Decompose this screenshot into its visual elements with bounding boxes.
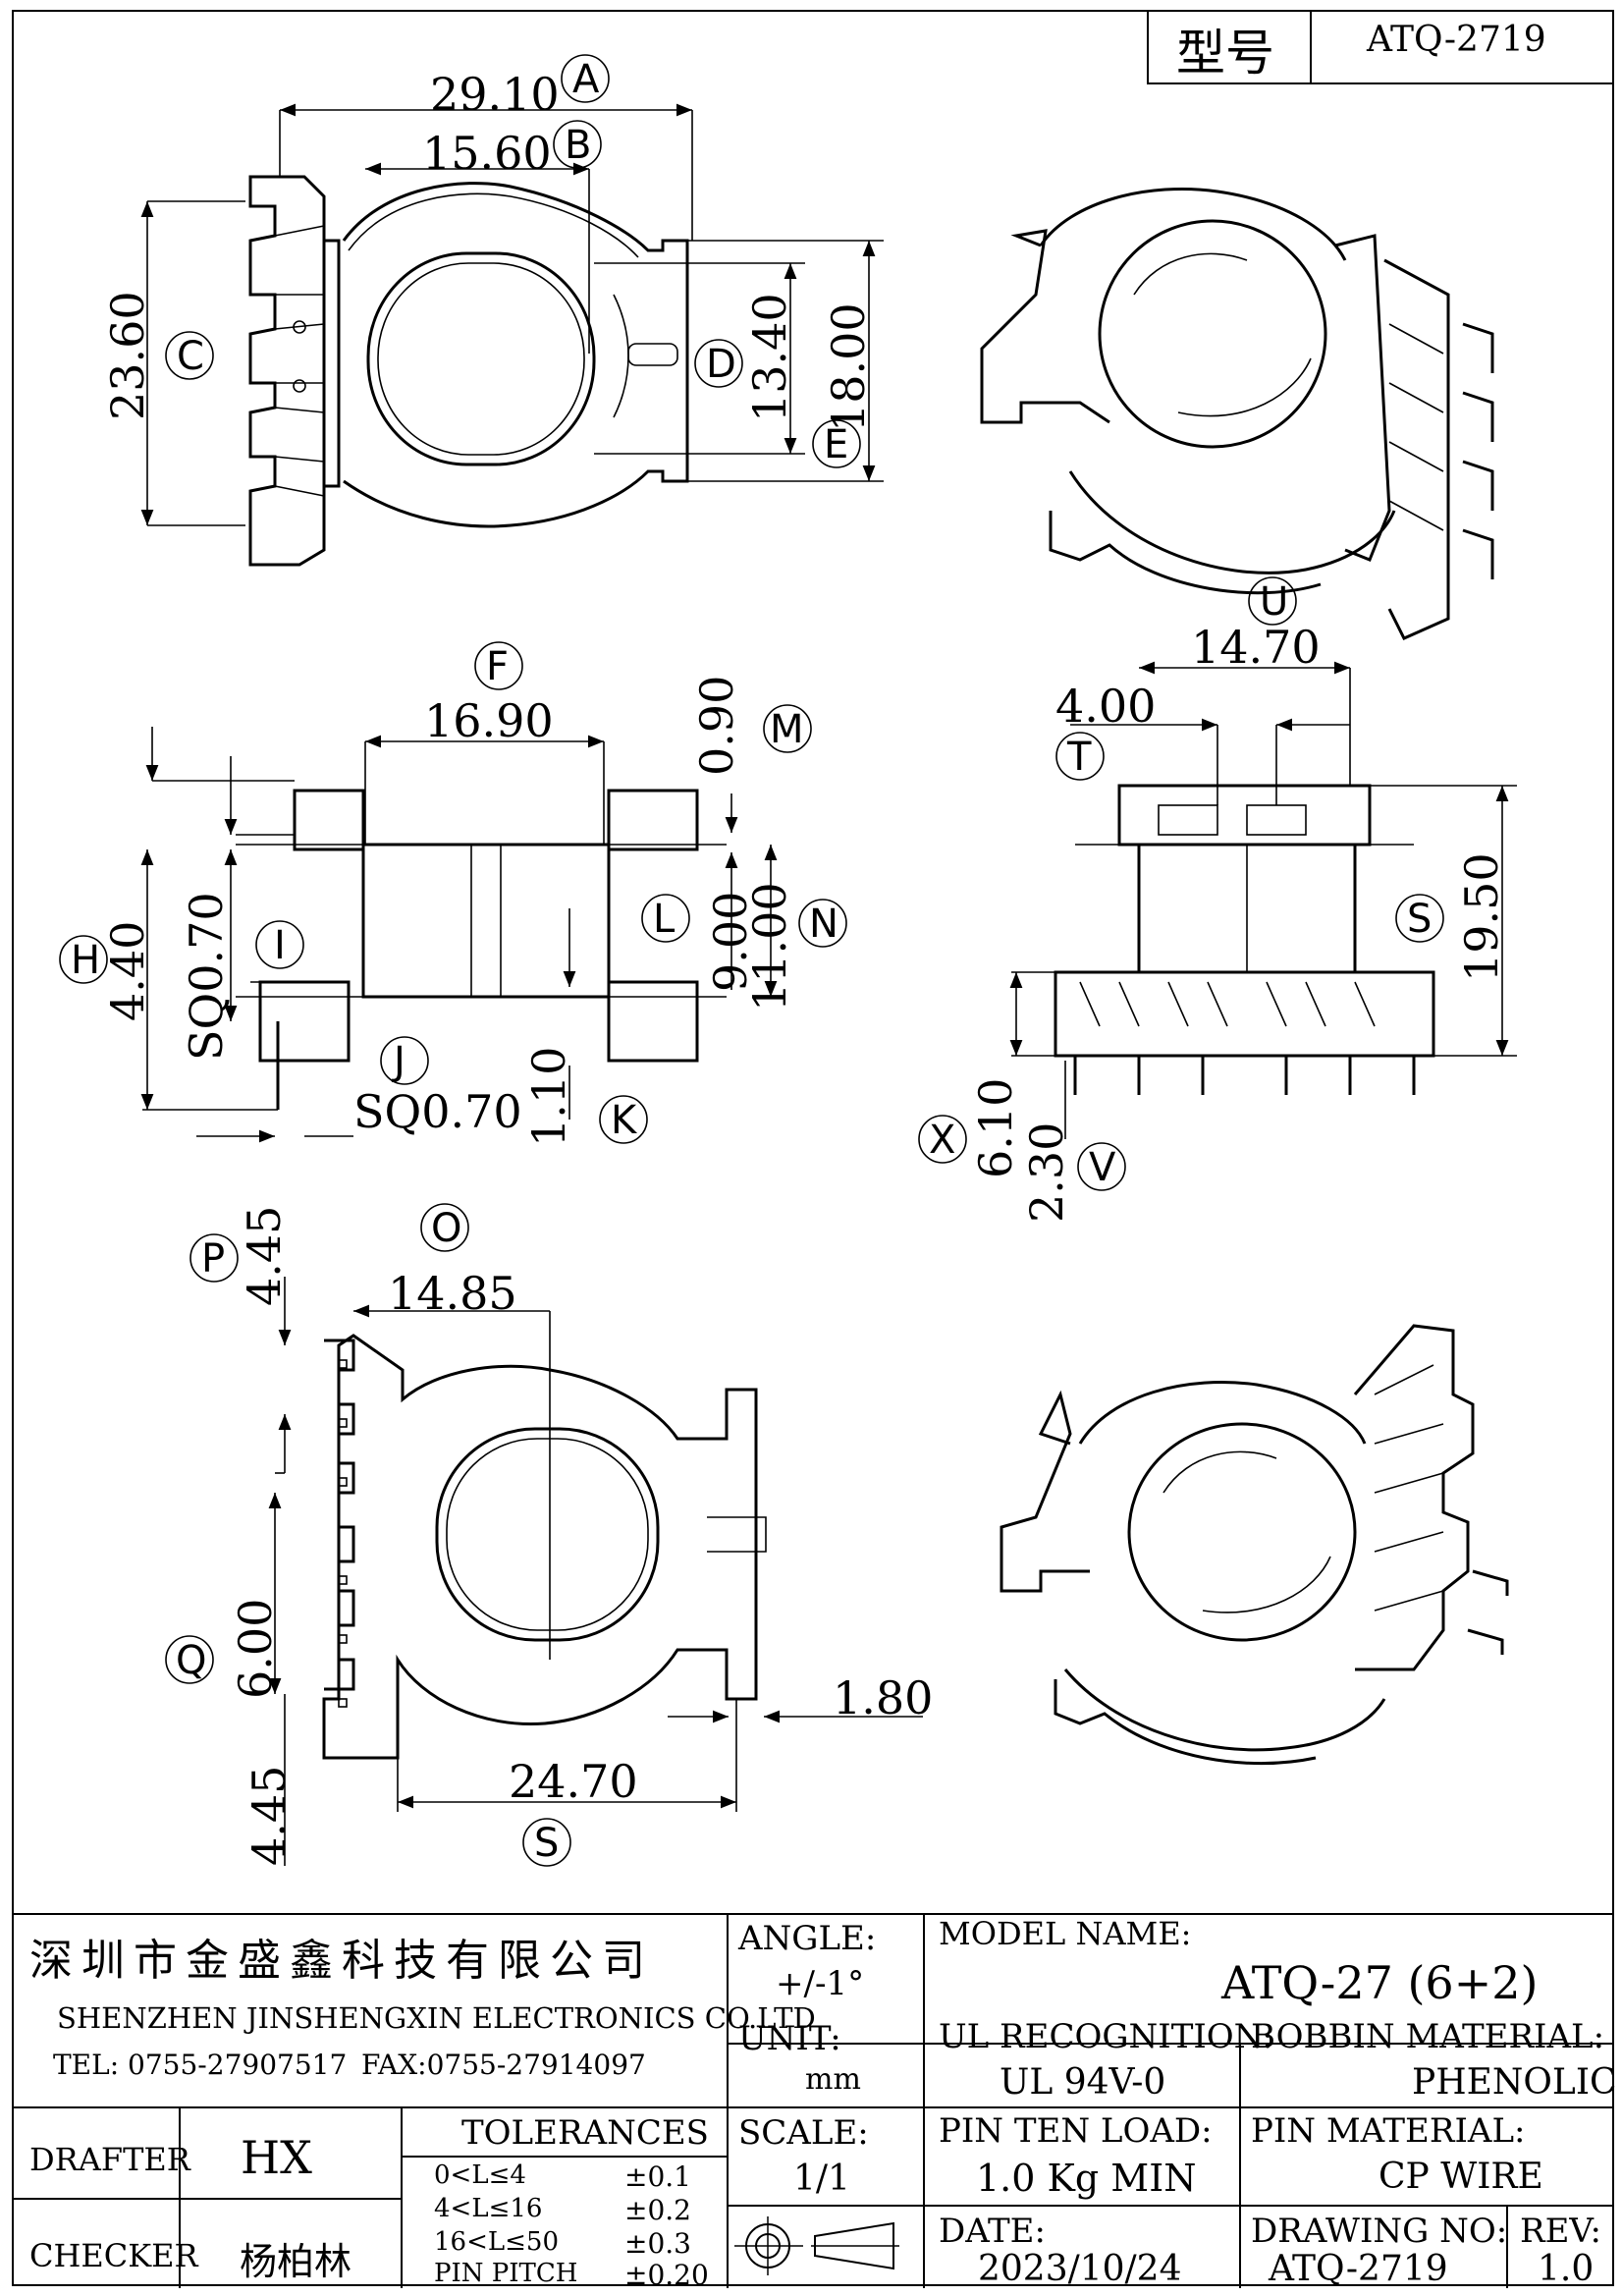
company-name-cn: 深圳市金盛鑫科技有限公司	[29, 1936, 654, 1986]
tol-range-1: 4<L≤16	[434, 2194, 543, 2223]
technical-drawing: 29.10 15.60 23.60 13.40 18.00 A B C D E …	[59, 54, 1517, 1867]
letter-U: U	[1260, 579, 1288, 625]
header-box	[1147, 10, 1614, 84]
dim-C: 23.60	[101, 291, 154, 420]
model-name-label: MODEL NAME:	[939, 1915, 1192, 1952]
letter-B: B	[565, 123, 591, 168]
letter-E: E	[824, 422, 848, 467]
pin-load-label: PIN TEN LOAD:	[939, 2111, 1213, 2151]
dim-F: 16.90	[424, 694, 554, 747]
tol-range-0: 0<L≤4	[434, 2160, 526, 2190]
date-value: 2023/10/24	[978, 2249, 1182, 2289]
drawing-frame	[12, 10, 1614, 2286]
letter-S-bottom: S	[534, 1821, 559, 1866]
pin-material-label: PIN MATERIAL:	[1251, 2111, 1526, 2151]
letter-D: D	[706, 342, 736, 387]
dim-front-width: 14.70	[1191, 621, 1321, 674]
letter-F: F	[486, 644, 509, 689]
pin-load-value: 1.0 Kg MIN	[976, 2157, 1197, 2200]
letter-C: C	[177, 334, 204, 379]
tol-value-2: ±0.3	[624, 2227, 691, 2260]
letter-O: O	[431, 1206, 461, 1251]
dim-N: 11.00	[743, 882, 796, 1011]
company-tel: TEL: 0755-27907517	[53, 2049, 348, 2081]
letter-L: L	[653, 897, 676, 942]
ul-value: UL 94V-0	[1000, 2062, 1166, 2103]
letter-I: I	[274, 923, 286, 968]
rev-label: REV:	[1520, 2212, 1602, 2251]
checker-value: 杨柏林	[240, 2240, 352, 2283]
unit-value: mm	[805, 2062, 861, 2097]
letter-Q: Q	[176, 1638, 206, 1683]
letter-K: K	[611, 1098, 638, 1143]
letter-H: H	[71, 938, 100, 983]
bobbin-value: PHENOLIC	[1412, 2062, 1617, 2103]
dim-V: 2.30	[1020, 1122, 1073, 1223]
letter-T: T	[1066, 735, 1092, 780]
letter-N: N	[809, 902, 838, 947]
dim-P2: 4.45	[243, 1766, 296, 1866]
dim-M: 0.90	[690, 676, 743, 776]
dim-A: 29.10	[430, 68, 560, 121]
dim-O: 14.85	[388, 1267, 517, 1320]
dim-P: 4.45	[238, 1206, 291, 1306]
bottom-view: 4.45 14.85 6.00 1.80 24.70 4.45 P O Q S	[165, 1203, 933, 1867]
dim-H: 4.40	[101, 921, 154, 1021]
dim-K: 1.10	[522, 1047, 575, 1147]
letter-X: X	[929, 1118, 955, 1163]
date-label: DATE:	[939, 2212, 1046, 2251]
ul-label: UL RECOGNITION:	[939, 2017, 1273, 2056]
letter-P: P	[201, 1236, 225, 1282]
company-fax: FAX:0755-27914097	[361, 2049, 646, 2081]
angle-label: ANGLE:	[738, 1919, 877, 1958]
dim-J: SQ0.70	[353, 1085, 522, 1138]
dim-E: 18.00	[822, 302, 875, 432]
dim-S-front: 19.50	[1455, 852, 1508, 982]
company-name-en: SHENZHEN JINSHENGXIN ELECTRONICS CO.LTD	[57, 2001, 816, 2035]
model-name-value: ATQ-27 (6+2)	[1221, 1956, 1539, 2009]
tolerances-label: TOLERANCES	[461, 2113, 709, 2153]
header-model-code: ATQ-2719	[1367, 20, 1546, 60]
rev-value: 1.0	[1538, 2249, 1595, 2289]
dim-B: 15.60	[422, 127, 552, 180]
dim-I: SQ0.70	[180, 892, 233, 1061]
dim-S-bottom: 24.70	[509, 1755, 638, 1808]
pin-material-value: CP WIRE	[1379, 2157, 1543, 2197]
letter-J: J	[391, 1039, 406, 1084]
unit-label: UNIT:	[738, 2019, 841, 2058]
scale-value: 1/1	[793, 2159, 850, 2199]
scale-label: SCALE:	[738, 2113, 869, 2153]
header-divider	[1310, 10, 1312, 84]
angle-value: +/-1°	[776, 1964, 865, 2003]
bobbin-label: BOBBIN MATERIAL:	[1251, 2017, 1605, 2056]
checker-label: CHECKER	[29, 2237, 198, 2274]
dim-R: 1.80	[833, 1671, 933, 1724]
side-view: 16.90 0.90 4.40 SQ0.70 9.00 11.00 SQ0.70…	[59, 641, 847, 1147]
letter-M: M	[770, 707, 804, 752]
projection-symbol-icon	[734, 2216, 899, 2275]
isometric-view-bottom	[1000, 1324, 1509, 1766]
drawing-no-value: ATQ-2719	[1269, 2249, 1448, 2289]
tol-range-3: PIN PITCH	[434, 2259, 578, 2288]
letter-A: A	[572, 57, 600, 102]
dim-D: 13.40	[743, 293, 796, 422]
header-label-model: 型号	[1176, 25, 1274, 82]
drawing-no-label: DRAWING NO:	[1251, 2212, 1508, 2251]
isometric-view-top: U	[980, 188, 1494, 640]
tol-value-1: ±0.2	[624, 2194, 691, 2226]
letter-V: V	[1089, 1145, 1116, 1190]
tol-value-3: ±0.20	[624, 2259, 709, 2291]
dim-X: 6.10	[969, 1078, 1022, 1178]
front-view: 14.70 4.00 19.50 6.10 2.30 T S X V	[918, 621, 1517, 1223]
drafter-label: DRAFTER	[29, 2141, 190, 2178]
top-view: 29.10 15.60 23.60 13.40 18.00 A B C D E	[101, 54, 884, 567]
letter-S-front: S	[1407, 897, 1432, 942]
dim-T: 4.00	[1055, 680, 1156, 733]
dim-L: 9.00	[704, 892, 757, 992]
drafter-value: HX	[241, 2131, 312, 2184]
tol-value-0: ±0.1	[624, 2160, 691, 2193]
dim-Q: 6.00	[229, 1599, 282, 1699]
tol-range-2: 16<L≤50	[434, 2227, 560, 2257]
title-block	[12, 1913, 1614, 2288]
